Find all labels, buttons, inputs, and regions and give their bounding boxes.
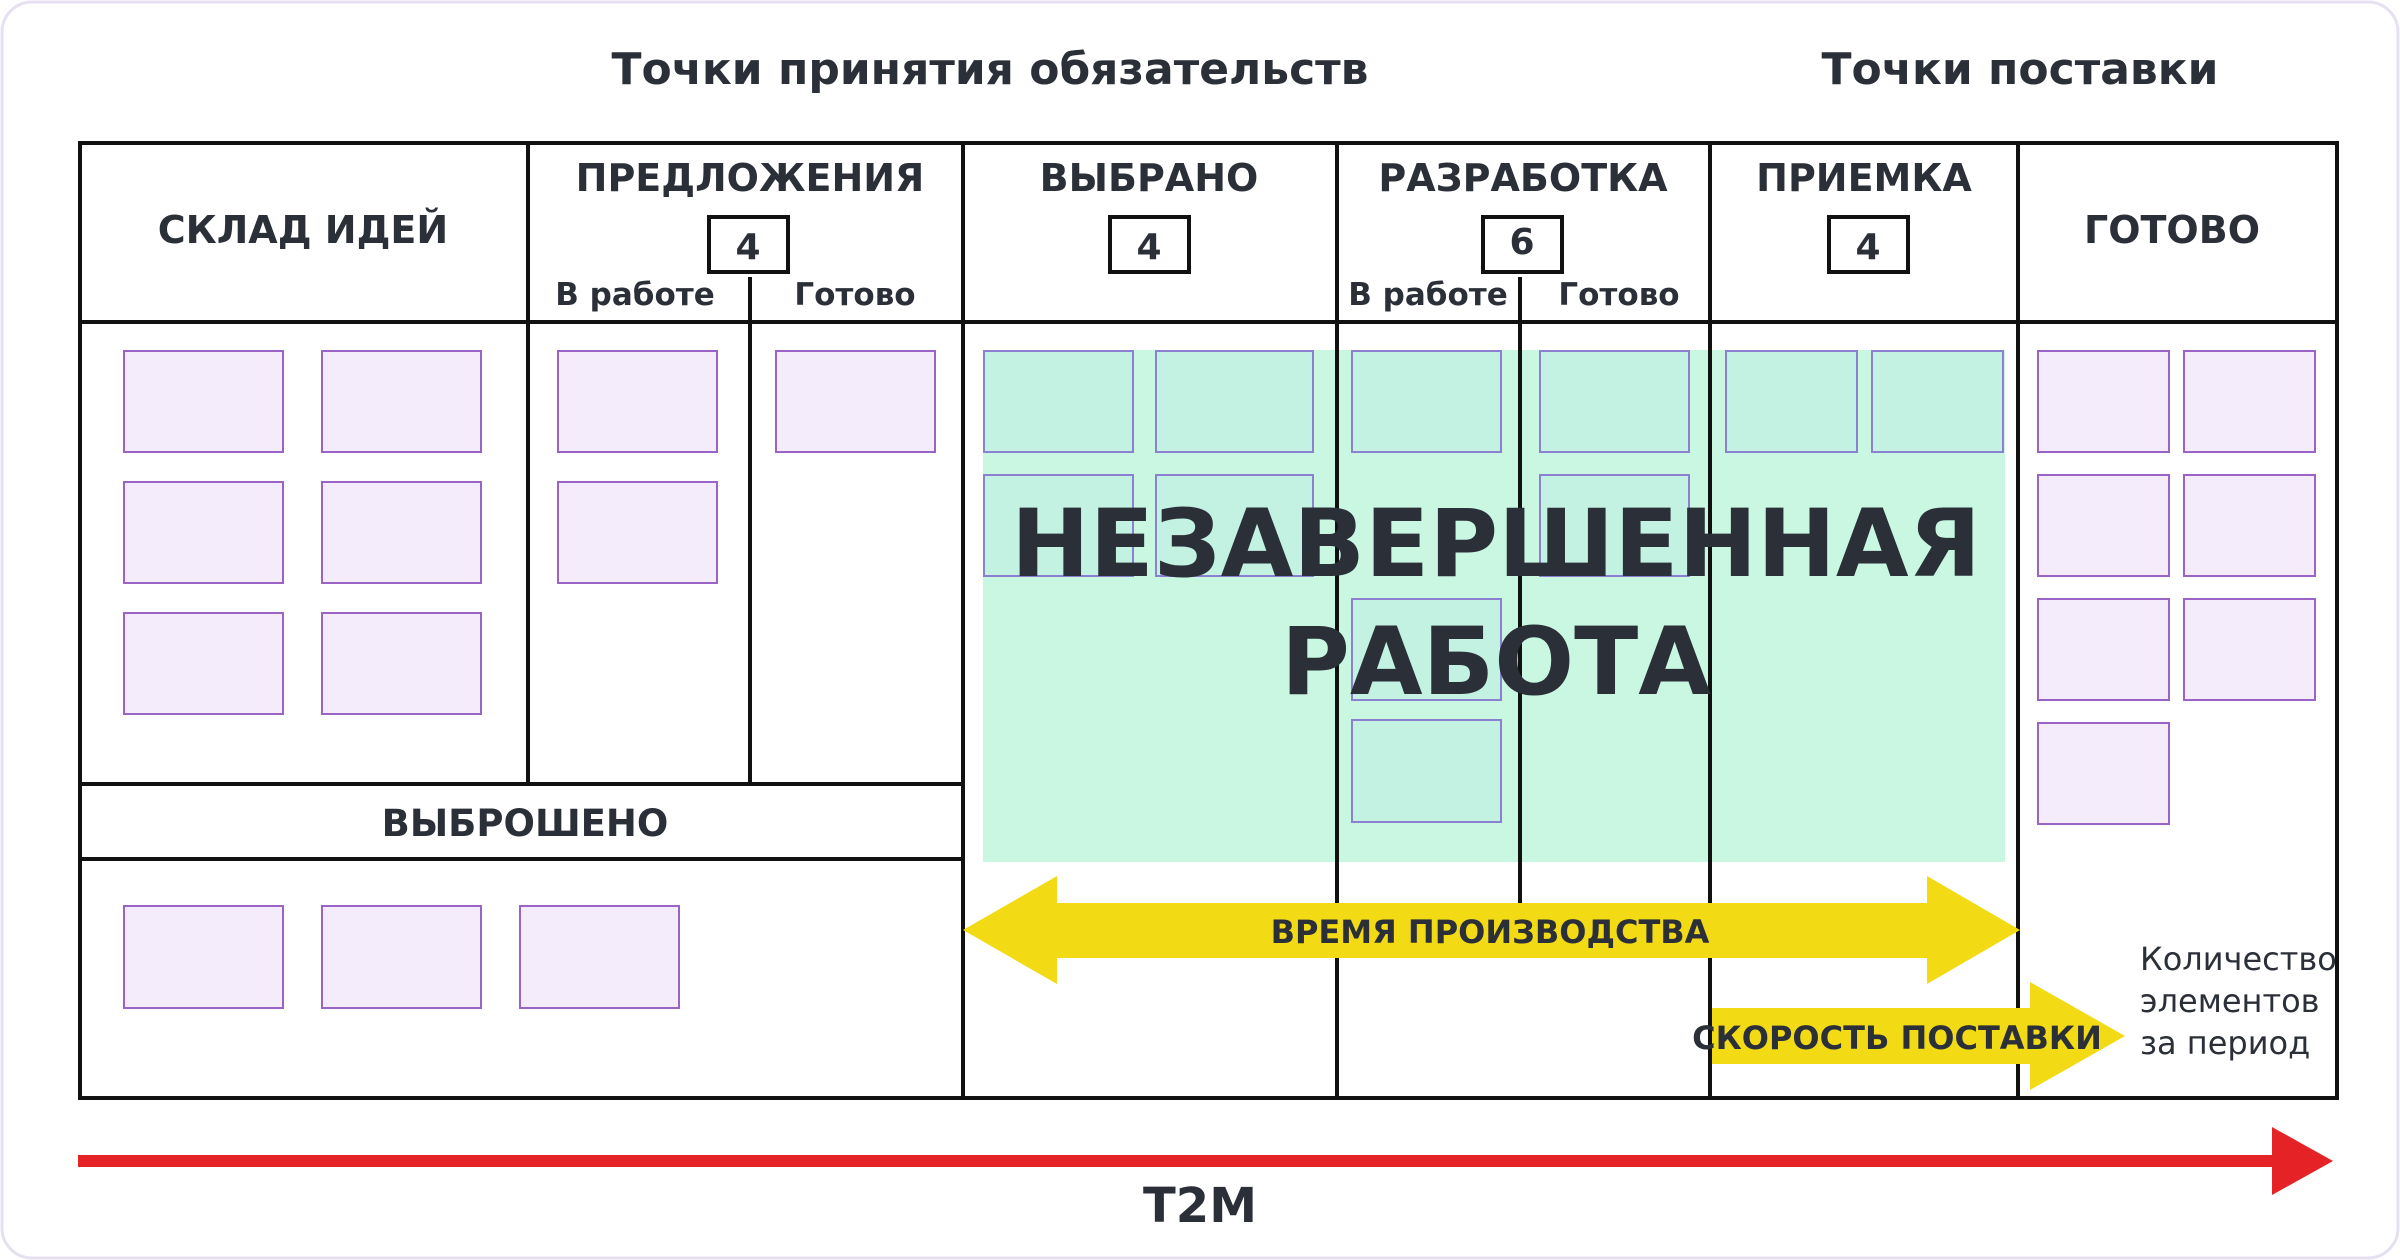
t2m-arrow-head (2272, 1127, 2333, 1195)
commitment-points-label: Точки принятия обязательств (611, 44, 1368, 95)
card (1539, 474, 1690, 577)
card (321, 481, 482, 584)
column-title-proposals: ПРЕДЛОЖЕНИЯ (576, 156, 925, 200)
card (557, 481, 718, 584)
discarded-title: ВЫБРОШЕНО (382, 802, 669, 845)
throughput-label: СКОРОСТЬ ПОСТАВКИ (1692, 1019, 2102, 1057)
wip-limit-proposals: 4 (735, 227, 760, 268)
card (983, 474, 1134, 577)
lead-time-label: ВРЕМЯ ПРОИЗВОДСТВА (1271, 913, 1710, 951)
column-title-acceptance: ПРИЕМКА (1756, 156, 1972, 200)
discarded-cards (123, 905, 680, 1009)
card (1155, 350, 1314, 453)
column-title-ideas: СКЛАД ИДЕЙ (158, 208, 448, 252)
wip-limit-development: 6 (1509, 222, 1534, 263)
ideas-cards (123, 350, 482, 715)
card (123, 350, 284, 453)
delivery-points-label: Точки поставки (1822, 44, 2219, 95)
card (983, 350, 1134, 453)
board-outline (78, 141, 2339, 1100)
card (519, 905, 680, 1009)
development-sub-done: Готово (1558, 277, 1679, 313)
throughput-arrow (1712, 982, 2125, 1090)
proposals-cards (557, 350, 936, 584)
card (1155, 474, 1314, 577)
column-title-done: ГОТОВО (2084, 208, 2260, 252)
done-cards (2037, 350, 2316, 825)
card (123, 612, 284, 715)
card (2037, 350, 2170, 453)
card (2183, 350, 2316, 453)
lead-time-arrow (963, 876, 2020, 984)
card (123, 481, 284, 584)
card (1351, 598, 1502, 701)
development-sub-in-progress: В работе (1348, 277, 1507, 313)
card (123, 905, 284, 1009)
throughput-note-line1: Количество (2140, 940, 2337, 978)
wip-limit-box-development (1481, 215, 1564, 274)
card (557, 350, 718, 453)
card (2037, 474, 2170, 577)
card (1351, 719, 1502, 823)
card (321, 350, 482, 453)
card (2037, 722, 2170, 825)
wip-limit-boxes (707, 215, 1910, 274)
card (2037, 598, 2170, 701)
column-title-development: РАЗРАБОТКА (1378, 156, 1668, 200)
card (1871, 350, 2004, 453)
card (1351, 350, 1502, 453)
throughput-note-line3: за период (2140, 1024, 2310, 1062)
proposals-sub-in-progress: В работе (555, 277, 714, 313)
wip-zone-label-line1: НЕЗАВЕРШЕННАЯ (1011, 490, 1981, 599)
wip-limit-selected: 4 (1136, 227, 1161, 268)
wip-limit-box-selected (1108, 215, 1191, 274)
wip-limit-acceptance: 4 (1855, 227, 1880, 268)
card (1539, 350, 1690, 453)
wip-zone-label-line2: РАБОТА (1281, 608, 1711, 717)
wip-cards (983, 350, 2004, 823)
proposals-sub-done: Готово (794, 277, 915, 313)
card (775, 350, 936, 453)
t2m-arrow-shaft (78, 1155, 2278, 1167)
throughput-note-line2: элементов (2140, 982, 2320, 1020)
card (2183, 474, 2316, 577)
card (1725, 350, 1858, 453)
card (321, 905, 482, 1009)
card (2183, 598, 2316, 701)
t2m-label: T2M (1143, 1178, 1257, 1234)
card (321, 612, 482, 715)
wip-limit-box-proposals (707, 215, 790, 274)
wip-limit-box-acceptance (1827, 215, 1910, 274)
column-title-selected: ВЫБРАНО (1040, 156, 1259, 200)
